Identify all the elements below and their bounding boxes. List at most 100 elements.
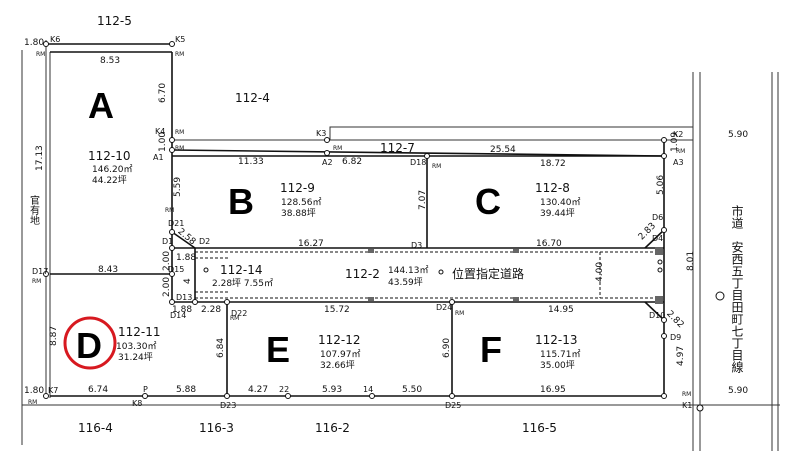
lot-letter-a: A: [88, 85, 114, 126]
pt-d6: D6: [652, 213, 663, 222]
pt-a2: A2: [322, 158, 333, 167]
lot-c-area-tsubo: 39.44坪: [540, 208, 575, 219]
pt-k4: K4: [155, 127, 165, 136]
rm-tags: RM RM RM RM RM RM RM RM RM RM RM RM RM: [28, 51, 691, 406]
rm-d17: RM: [32, 278, 41, 285]
pt-d2: D2: [199, 237, 210, 246]
dim-8-53: 8.53: [100, 56, 120, 66]
rm-d24: RM: [455, 310, 464, 317]
pt-k5: K5: [175, 35, 185, 44]
dim-5-88: 5.88: [176, 385, 196, 395]
dim-5-90-bot: 5.90: [728, 386, 748, 396]
lot-d-area-m2: 103.30㎡: [116, 341, 157, 352]
dim-6-90: 6.90: [442, 338, 452, 358]
lot-e-area-m2: 107.97㎡: [320, 349, 361, 360]
pt-d4: D4: [652, 234, 663, 243]
lot-b-area-tsubo: 38.88坪: [281, 208, 316, 219]
dim-7-07: 7.07: [418, 190, 428, 210]
road-markers: [368, 247, 663, 304]
rm-a1: RM: [175, 145, 184, 152]
pt-a1: A1: [153, 153, 164, 162]
lot-e-parcel: 112-12: [318, 333, 361, 347]
dim-2-58: 2.58: [175, 227, 197, 248]
lot-d-parcel: 112-11: [118, 325, 161, 339]
lot-f-area-tsubo: 35.00坪: [540, 360, 575, 371]
lot-letter-d: D: [76, 325, 102, 366]
dim-15-72: 15.72: [324, 305, 350, 315]
dim-1-80-top: 1.80: [24, 38, 44, 48]
lot-d-area-tsubo: 31.24坪: [118, 352, 153, 363]
lot-b-area-m2: 128.56㎡: [281, 197, 322, 208]
pt-d22: D22: [231, 309, 247, 318]
road-area-m2: 144.13㎡: [388, 265, 429, 276]
pt-14: 14: [363, 385, 373, 394]
neighbor-116-5: 116-5: [522, 421, 557, 435]
lot-letter-f: F: [480, 329, 502, 370]
lot-f-area-m2: 115.71㎡: [540, 349, 581, 360]
survey-points: [43, 41, 725, 412]
pt-d18: D18: [410, 158, 426, 167]
neighbor-112-4: 112-4: [235, 91, 270, 105]
dim-8-87: 8.87: [49, 326, 59, 346]
road-edge-marks: [195, 251, 660, 299]
pt-k3: K3: [316, 129, 326, 138]
lot-a-parcel: 112-10: [88, 149, 131, 163]
rm-a3: RM: [676, 148, 685, 155]
lot-boundaries: [46, 43, 665, 397]
neighbor-116-3: 116-3: [199, 421, 234, 435]
dim-1-80-bot: 1.80: [24, 386, 44, 396]
pt-a3: A3: [673, 158, 684, 167]
dim-5-59: 5.59: [173, 177, 183, 197]
dim-1-88a: 1.88: [176, 253, 196, 263]
neighbor-112-5: 112-5: [97, 14, 132, 28]
pt-d21: D21: [168, 219, 184, 228]
pt-d9: D9: [670, 333, 681, 342]
linework: [21, 40, 780, 451]
dim-4-27: 4.27: [248, 385, 268, 395]
pt-k1: K1: [682, 401, 692, 410]
pt-d14: D14: [170, 311, 186, 320]
dim-2-82: 2.82: [664, 309, 685, 330]
pt-22: 22: [279, 385, 289, 394]
neighbor-112-7: 112-7: [380, 141, 415, 155]
road-area-tsubo: 43.59坪: [388, 277, 423, 288]
lot-c-area-m2: 130.40㎡: [540, 197, 581, 208]
pt-d25: D25: [445, 401, 461, 410]
lot-letter-b: B: [228, 181, 254, 222]
dim-8-43: 8.43: [98, 265, 118, 275]
dim-1-09: 1.09: [670, 132, 680, 152]
dim-11-33: 11.33: [238, 157, 264, 167]
pt-d17: D17: [32, 267, 48, 276]
parcel-112-14-area: 2.28坪 7.55㎡: [212, 278, 273, 289]
pt-d1: D1: [162, 237, 173, 246]
road-designation: 位置指定道路: [452, 266, 524, 281]
road-parcel: 112-2: [345, 267, 380, 281]
rm-d22: RM: [230, 315, 239, 322]
dim-8-01: 8.01: [686, 251, 696, 271]
west-land-label: 官有地: [28, 194, 40, 225]
dim-4-97: 4.97: [676, 346, 686, 366]
dim-1-00a: 1.00: [158, 132, 168, 152]
dim-6-74: 6.74: [88, 385, 108, 395]
dim-4-00b: 4.00: [595, 262, 605, 282]
dim-2-00a: 2.00: [162, 251, 172, 271]
dim-5-50: 5.50: [402, 385, 422, 395]
parcel-112-14: 112-14: [220, 263, 263, 277]
lot-a-area-tsubo: 44.22坪: [92, 175, 127, 186]
pt-d24: D24: [436, 303, 452, 312]
pt-d13: D13: [176, 293, 192, 302]
rm-k6: RM: [36, 51, 45, 58]
dim-18-72: 18.72: [540, 159, 566, 169]
pt-k8: K8: [132, 399, 142, 408]
rm-d21: RM: [165, 207, 174, 214]
point-labels: K6 K5 K4 K3 K2 A1 A2 A3 D18 D21 D1 D2 D3…: [32, 35, 692, 410]
pt-d23: D23: [220, 401, 236, 410]
dim-4-00a: 4: [183, 278, 193, 284]
dim-16-95: 16.95: [540, 385, 566, 395]
rm-d18: RM: [432, 163, 441, 170]
pt-k6: K6: [50, 35, 60, 44]
lot-c-parcel: 112-8: [535, 181, 570, 195]
pt-k2: K2: [673, 130, 683, 139]
pt-d3: D3: [411, 241, 422, 250]
